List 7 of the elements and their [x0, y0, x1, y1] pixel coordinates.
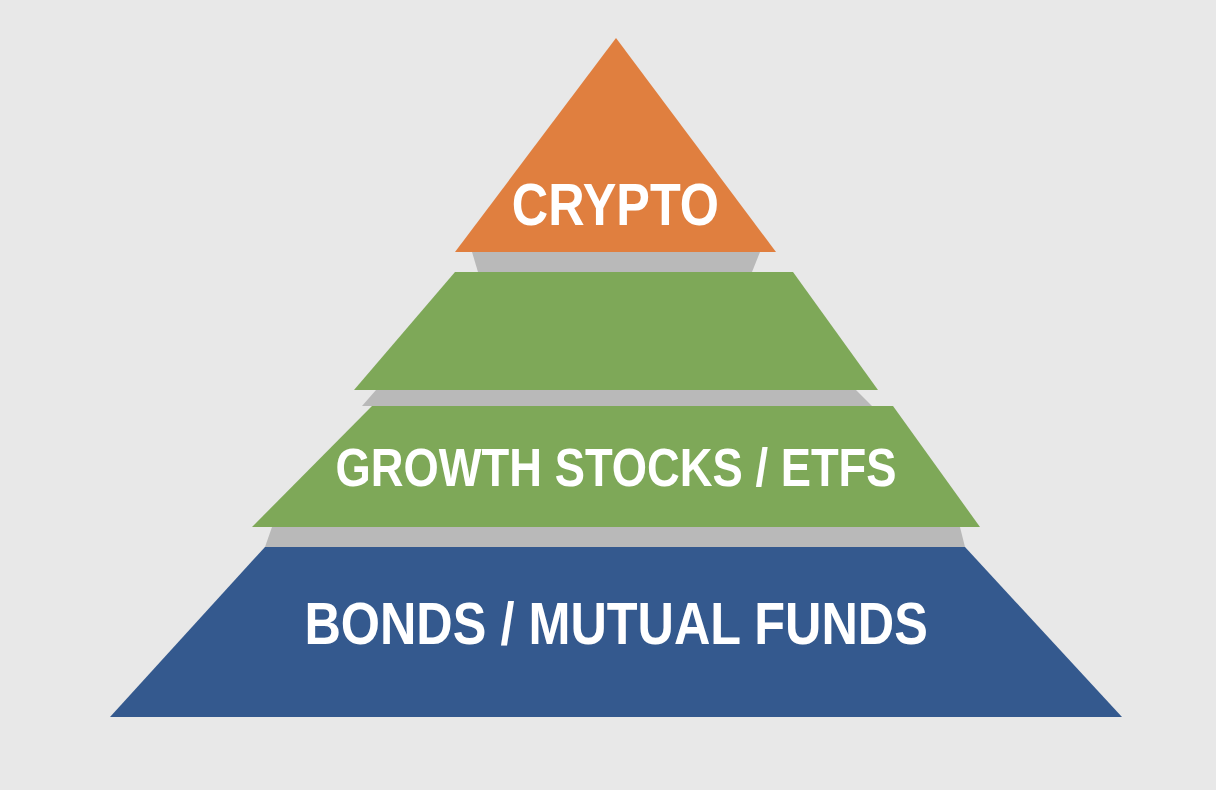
tier-label: GROWTH STOCKS / ETFS — [335, 436, 897, 498]
pyramid-apex — [455, 38, 776, 252]
tier-label: CRYPTO — [511, 170, 720, 239]
pyramid-tier — [354, 272, 878, 390]
pyramid-tier — [110, 547, 1122, 717]
tier-label: BONDS / MUTUAL FUNDS — [304, 589, 928, 658]
pyramid-tier — [252, 406, 980, 527]
